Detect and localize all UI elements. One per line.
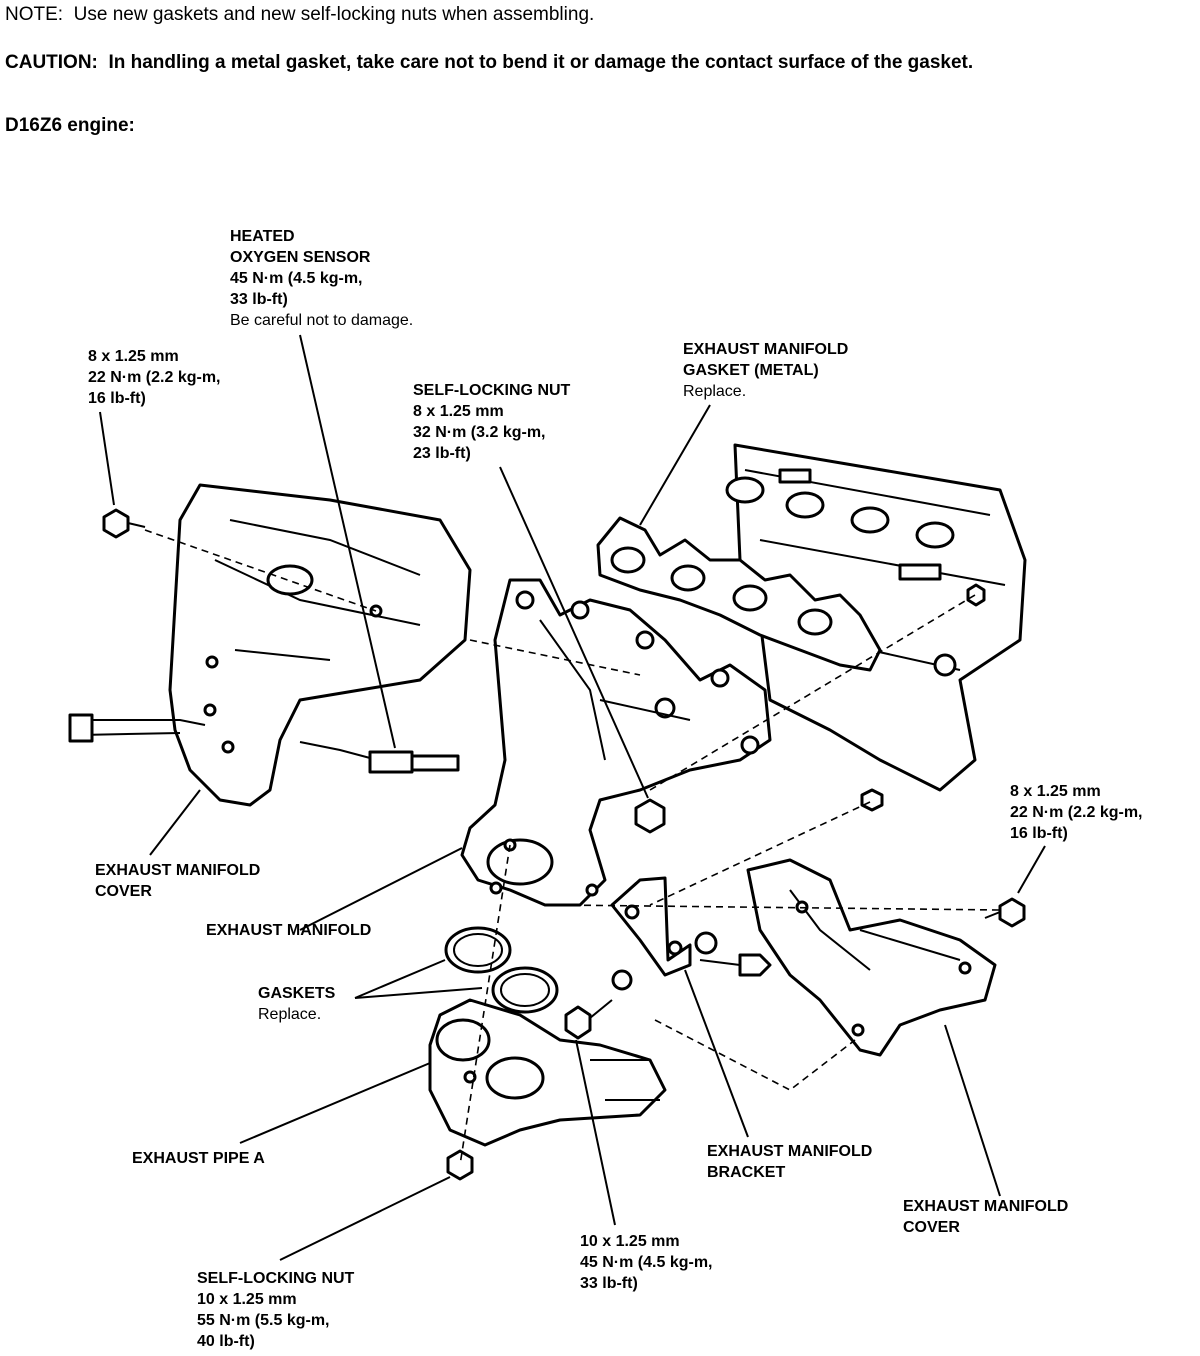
oxygen-sensor-line-4: 33 lb-ft) [230, 291, 288, 308]
manifold-gasket-callout: EXHAUST MANIFOLD GASKET (METAL) Replace. [683, 339, 848, 402]
note-label: NOTE: [5, 4, 64, 25]
note-text: Use new gaskets and new self-locking nut… [73, 4, 595, 25]
engine-label: D16Z6 engine: [5, 115, 135, 136]
cylinder-head [725, 443, 1027, 792]
gaskets-note: Replace. [258, 1006, 322, 1023]
gaskets-line-1: GASKETS [258, 985, 336, 1002]
exhaust-pipe-line-1: EXHAUST PIPE A [132, 1150, 265, 1167]
exhaust-manifold [460, 578, 772, 907]
oxygen-sensor-callout: HEATED OXYGEN SENSOR 45 N·m (4.5 kg-m, 3… [230, 226, 413, 331]
nut-lower-line-2: 10 x 1.25 mm [197, 1291, 297, 1308]
cover-right-line-2: COVER [903, 1219, 960, 1236]
manifold-bracket [564, 876, 772, 1040]
bolts [102, 508, 1026, 928]
manifold-gasket-line-1: EXHAUST MANIFOLD [683, 341, 849, 358]
bolt-bottom-line-1: 10 x 1.25 mm [580, 1233, 680, 1250]
oxygen-sensor [68, 713, 460, 774]
nut-lower-line-4: 40 lb-ft) [197, 1333, 255, 1350]
nut-upper-line-3: 32 N·m (3.2 kg-m, [413, 424, 546, 441]
exhaust-pipe-callout: EXHAUST PIPE A [132, 1148, 265, 1169]
bolt-right-callout: 8 x 1.25 mm 22 N·m (2.2 kg-m, 16 lb-ft) [1010, 781, 1142, 844]
exhaust-pipe-a [428, 998, 667, 1181]
manifold-line-1: EXHAUST MANIFOLD [206, 922, 372, 939]
bolt-right-line-2: 22 N·m (2.2 kg-m, [1010, 804, 1143, 821]
self-locking-nut-upper-callout: SELF-LOCKING NUT 8 x 1.25 mm 32 N·m (3.2… [413, 380, 570, 464]
oxygen-sensor-line-3: 45 N·m (4.5 kg-m, [230, 270, 363, 287]
bolt-bottom-line-3: 33 lb-ft) [580, 1275, 638, 1292]
cover-left-line-1: EXHAUST MANIFOLD [95, 862, 261, 879]
cover-left-line-2: COVER [95, 883, 152, 900]
cover-left-callout: EXHAUST MANIFOLD COVER [95, 860, 260, 902]
nut-upper-line-4: 23 lb-ft) [413, 445, 471, 462]
bolt-left-callout: 8 x 1.25 mm 22 N·m (2.2 kg-m, 16 lb-ft) [88, 346, 220, 409]
bolt-bottom-line-2: 45 N·m (4.5 kg-m, [580, 1254, 713, 1271]
gaskets [444, 926, 559, 1014]
manifold-gasket-note: Replace. [683, 383, 747, 400]
nut-upper-line-1: SELF-LOCKING NUT [413, 382, 571, 399]
manifold-callout: EXHAUST MANIFOLD [206, 920, 371, 941]
bracket-line-1: EXHAUST MANIFOLD [707, 1143, 873, 1160]
bolt-left-line-2: 22 N·m (2.2 kg-m, [88, 369, 221, 386]
bracket-line-2: BRACKET [707, 1164, 786, 1181]
nut-upper-line-2: 8 x 1.25 mm [413, 403, 504, 420]
nut-lower-line-3: 55 N·m (5.5 kg-m, [197, 1312, 330, 1329]
caution-line: CAUTION: In handling a metal gasket, tak… [5, 52, 973, 74]
caution-text: In handling a metal gasket, take care no… [108, 52, 974, 73]
bolt-right-line-3: 16 lb-ft) [1010, 825, 1068, 842]
bolt-left-line-1: 8 x 1.25 mm [88, 348, 179, 365]
bracket-callout: EXHAUST MANIFOLD BRACKET [707, 1141, 872, 1183]
caution-label: CAUTION: [5, 52, 98, 73]
alignment-lines [144, 529, 1001, 1166]
metal-gasket [596, 516, 882, 672]
oxygen-sensor-line-1: HEATED [230, 228, 295, 245]
left-cover [168, 483, 472, 807]
note-line: NOTE: Use new gaskets and new self-locki… [5, 4, 594, 26]
self-locking-nut-lower-callout: SELF-LOCKING NUT 10 x 1.25 mm 55 N·m (5.… [197, 1268, 354, 1352]
bolt-bottom-callout: 10 x 1.25 mm 45 N·m (4.5 kg-m, 33 lb-ft) [580, 1231, 712, 1294]
oxygen-sensor-line-2: OXYGEN SENSOR [230, 249, 371, 266]
right-cover [746, 858, 997, 1057]
manifold-gasket-line-2: GASKET (METAL) [683, 362, 819, 379]
oxygen-sensor-note: Be careful not to damage. [230, 312, 414, 329]
gaskets-callout: GASKETS Replace. [258, 983, 335, 1025]
leader-lines [99, 334, 1046, 1261]
bolt-left-line-3: 16 lb-ft) [88, 390, 146, 407]
nut-lower-line-1: SELF-LOCKING NUT [197, 1270, 355, 1287]
cover-right-line-1: EXHAUST MANIFOLD [903, 1198, 1069, 1215]
bolt-right-line-1: 8 x 1.25 mm [1010, 783, 1101, 800]
cover-right-callout: EXHAUST MANIFOLD COVER [903, 1196, 1068, 1238]
